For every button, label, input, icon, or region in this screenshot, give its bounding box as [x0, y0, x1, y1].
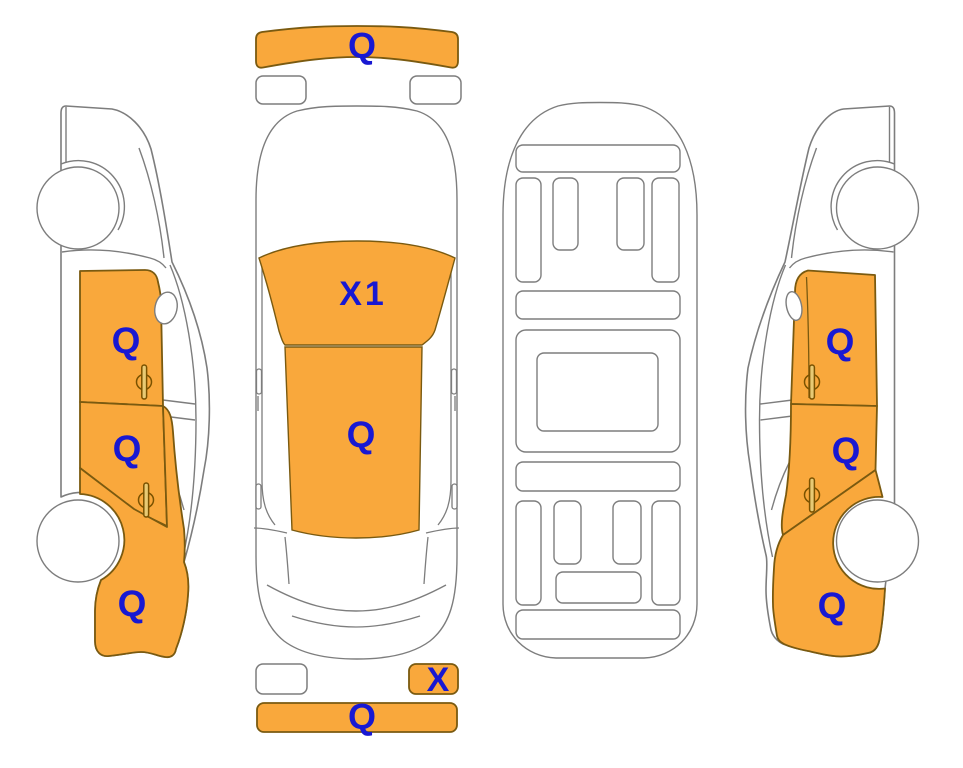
svg-text:Q: Q: [826, 321, 855, 362]
svg-text:X: X: [427, 661, 450, 699]
svg-text:Q: Q: [832, 430, 861, 471]
svg-text:Q: Q: [348, 696, 376, 737]
svg-text:X1: X1: [339, 275, 387, 313]
svg-text:Q: Q: [118, 583, 147, 624]
svg-text:Q: Q: [113, 428, 142, 469]
svg-text:Q: Q: [112, 320, 141, 361]
svg-text:Q: Q: [347, 414, 376, 455]
svg-text:Q: Q: [818, 585, 847, 626]
svg-text:Q: Q: [348, 25, 376, 66]
